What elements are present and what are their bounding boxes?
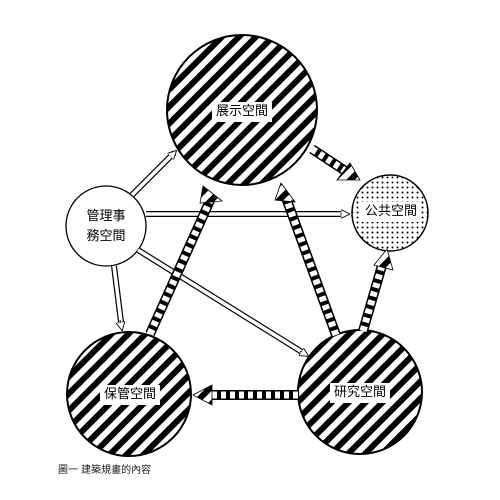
figure-caption: 圖一 建築規畫的內容 [58, 465, 152, 476]
thin-arrows [111, 151, 349, 356]
management-space-label-line2: 務空間 [86, 229, 126, 244]
striped-arrows [145, 144, 394, 406]
public-space-label: 公共空間 [360, 202, 422, 222]
management-space-label-line1: 管理事 [86, 209, 126, 224]
storage-space-label: 保管空間 [99, 385, 161, 405]
exhibition-space-label: 展示空間 [211, 102, 273, 122]
research-space-label: 研究空間 [329, 383, 391, 403]
management-space-label: 管理事 務空間 [86, 207, 125, 247]
management-space-circle [65, 185, 147, 267]
